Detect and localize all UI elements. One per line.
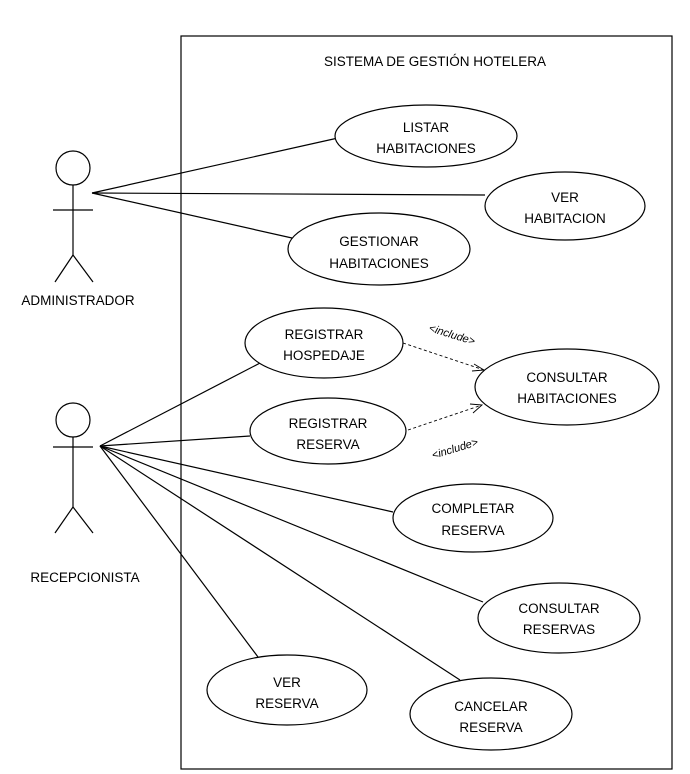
include-arrowhead-1 xyxy=(471,363,486,372)
assoc-recep-registrar-hospedaje xyxy=(99,361,263,447)
use-case-label-line2: HABITACIONES xyxy=(329,256,429,271)
use-case-ellipse xyxy=(484,171,646,241)
use-case-label-line1: LISTAR xyxy=(403,120,450,135)
actor-head xyxy=(55,402,91,438)
assoc-admin-listar xyxy=(91,137,339,194)
use-case-label-line2: HABITACIONES xyxy=(376,141,476,156)
use-case-label-line1: CONSULTAR xyxy=(518,601,600,616)
use-case-consultar-reservas: CONSULTAR RESERVAS xyxy=(477,582,641,654)
use-case-ellipse xyxy=(477,582,641,654)
actor-label-administrador: ADMINISTRADOR xyxy=(21,293,135,308)
use-case-label-line1: GESTIONAR xyxy=(339,234,419,249)
recep-associations xyxy=(99,361,484,681)
use-case-ver-habitacion: VER HABITACION xyxy=(484,171,646,241)
assoc-recep-consultar-reservas xyxy=(99,445,484,603)
use-case-ellipse xyxy=(249,397,407,465)
actor-left-leg xyxy=(54,254,74,283)
system-boundary xyxy=(180,35,673,770)
use-case-cancelar-reserva: CANCELAR RESERVA xyxy=(409,677,573,751)
use-case-ellipse xyxy=(244,307,404,379)
use-case-label-line2: RESERVA xyxy=(459,720,522,735)
use-case-label-line1: VER xyxy=(551,190,579,205)
system-title: SISTEMA DE GESTIÓN HOTELERA xyxy=(324,54,546,69)
use-case-label-line1: REGISTRAR xyxy=(289,416,368,431)
use-case-label-line2: RESERVA xyxy=(255,696,318,711)
assoc-admin-gestionar xyxy=(91,192,293,239)
use-case-label-line2: HOSPEDAJE xyxy=(283,348,365,363)
assoc-recep-ver-reserva xyxy=(99,445,259,658)
use-case-ellipse xyxy=(334,104,518,168)
use-case-label-line1: CANCELAR xyxy=(454,699,528,714)
use-case-ellipse xyxy=(206,654,368,726)
actor-right-leg xyxy=(72,254,94,283)
use-case-label-line1: VER xyxy=(273,675,301,690)
include-label-1: <include> xyxy=(427,322,477,348)
use-case-consultar-habitaciones: CONSULTAR HABITACIONES xyxy=(474,348,660,426)
use-case-label-line1: REGISTRAR xyxy=(285,327,364,342)
use-case-label-line1: CONSULTAR xyxy=(526,370,608,385)
use-case-ellipse xyxy=(392,483,554,553)
use-case-ellipse xyxy=(409,677,573,751)
assoc-recep-cancelar xyxy=(99,445,461,681)
actor-right-leg xyxy=(72,506,94,534)
actor-label-recepcionista: RECEPCIONISTA xyxy=(30,570,139,585)
use-case-listar-habitaciones: LISTAR HABITACIONES xyxy=(334,104,518,168)
use-case-ellipse xyxy=(474,348,660,426)
use-case-ver-reserva: VER RESERVA xyxy=(206,654,368,726)
use-case-label-line2: HABITACION xyxy=(524,211,606,226)
assoc-recep-registrar-reserva xyxy=(99,435,251,447)
assoc-admin-ver-habitacion xyxy=(91,192,486,196)
use-case-label-line2: RESERVAS xyxy=(523,622,595,637)
use-case-registrar-reserva: REGISTRAR RESERVA xyxy=(249,397,407,465)
actor-administrador: ADMINISTRADOR xyxy=(21,150,135,308)
use-case-completar-reserva: COMPLETAR RESERVA xyxy=(392,483,554,553)
use-case-label-line1: COMPLETAR xyxy=(431,501,514,516)
actor-recepcionista: RECEPCIONISTA xyxy=(30,402,140,585)
use-case-label-line2: RESERVA xyxy=(296,437,359,452)
use-case-registrar-hospedaje: REGISTRAR HOSPEDAJE xyxy=(244,307,404,379)
admin-associations xyxy=(91,137,486,239)
use-case-ellipse xyxy=(287,212,471,286)
assoc-recep-completar xyxy=(99,445,394,513)
include-arrowhead-2 xyxy=(469,403,484,414)
use-case-gestionar-habitaciones: GESTIONAR HABITACIONES xyxy=(287,212,471,286)
actor-left-leg xyxy=(54,506,74,534)
include-relations: <include> <include> xyxy=(402,322,486,462)
include-arrow-2 xyxy=(407,404,483,431)
include-label-2: <include> xyxy=(431,436,481,462)
actor-head xyxy=(55,150,91,186)
use-case-label-line2: RESERVA xyxy=(441,523,504,538)
use-case-label-line2: HABITACIONES xyxy=(517,391,617,406)
